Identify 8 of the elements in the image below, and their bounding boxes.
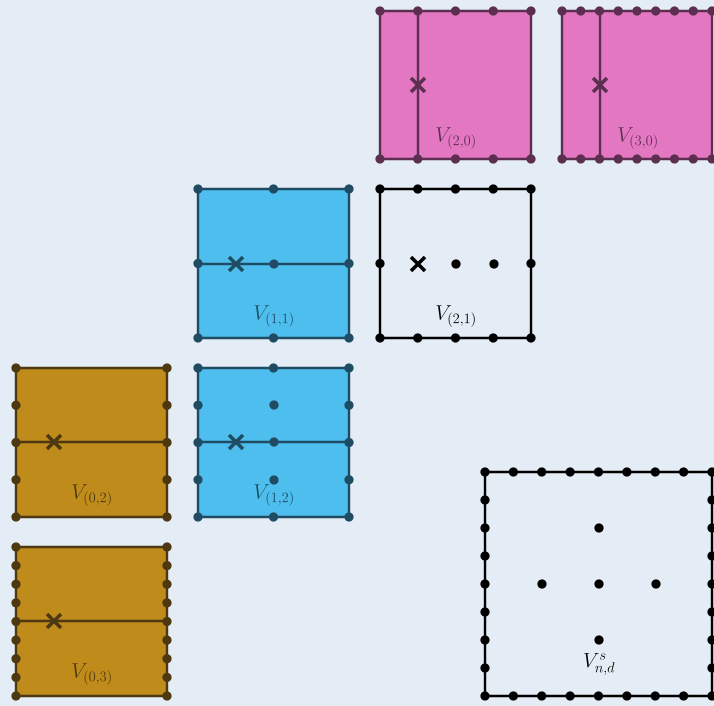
cell-label: $V_{(0,2)}$ [72,484,111,506]
cell-label: $V_{(3,0)}$ [618,127,657,149]
cell-label: $V_{n,d}^{s}$ [584,652,614,676]
cell-label: $V_{(0,3)}$ [72,663,111,685]
cell-label: $V_{(2,0)}$ [436,127,475,149]
cell-label: $V_{(1,2)}$ [254,484,293,506]
cell-label: $V_{(1,1)}$ [254,305,293,327]
cell-label: $V_{(2,1)}$ [436,305,475,327]
